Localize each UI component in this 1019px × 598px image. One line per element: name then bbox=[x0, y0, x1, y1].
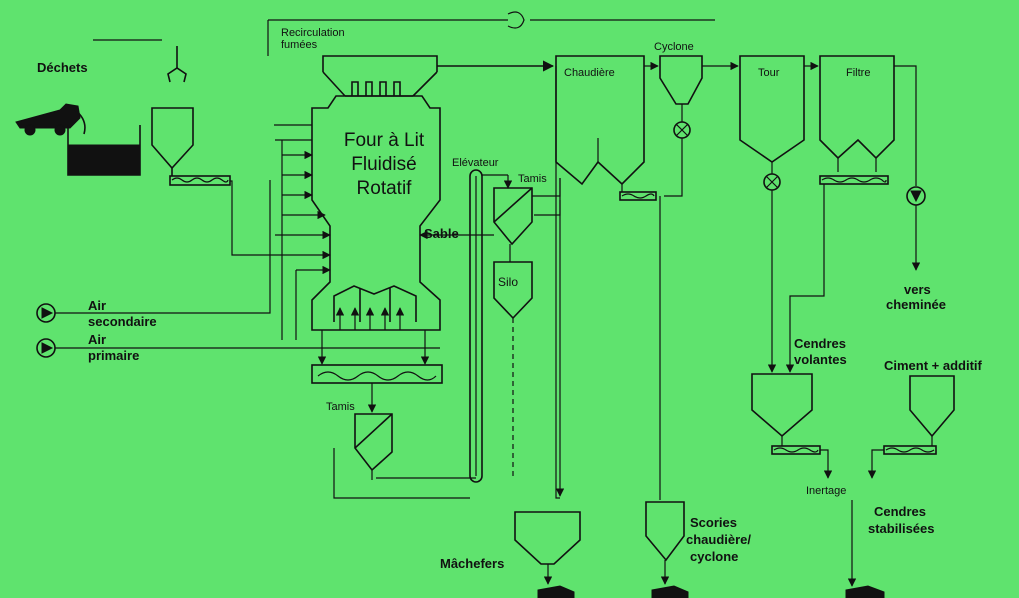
bag-filter bbox=[785, 55, 917, 373]
cyclone bbox=[659, 55, 739, 197]
label-air-secondaire-1: Air bbox=[88, 298, 106, 313]
label-elevateur: Elévateur bbox=[452, 157, 499, 169]
slag-hopper bbox=[645, 501, 685, 585]
label-scories-1: Scories bbox=[690, 515, 737, 530]
bottom-ash-hopper bbox=[514, 511, 581, 585]
label-ciment: Ciment + additif bbox=[884, 358, 983, 373]
label-air-primaire-2: primaire bbox=[88, 348, 139, 363]
label-tour: Tour bbox=[758, 67, 780, 79]
label-recirculation: Recirculation bbox=[281, 27, 345, 39]
waste-feed-line bbox=[230, 180, 290, 256]
label-vers: vers bbox=[904, 282, 931, 297]
boiler bbox=[555, 55, 661, 500]
label-sable: Sable bbox=[424, 226, 459, 241]
top-sieve bbox=[419, 178, 561, 254]
furnace-hood-sides bbox=[322, 71, 438, 97]
waste-truck-icon bbox=[15, 103, 86, 136]
boiler-ash-line bbox=[555, 66, 560, 499]
label-scories-3: cyclone bbox=[690, 549, 738, 564]
label-four-line1: Four à Lit bbox=[344, 130, 425, 151]
furnace-bed-grid bbox=[333, 285, 417, 330]
feed-hopper bbox=[151, 107, 194, 170]
sand-silo bbox=[493, 254, 533, 480]
label-four-line3: Rotatif bbox=[357, 178, 413, 199]
label-silo: Silo bbox=[498, 275, 518, 289]
label-tamis-top: Tamis bbox=[518, 173, 547, 185]
label-scories-2: chaudière/ bbox=[686, 532, 751, 547]
label-cheminee: cheminée bbox=[886, 297, 946, 312]
furnace-ash-conveyor bbox=[311, 330, 443, 413]
primary-air-fan-icon bbox=[36, 338, 56, 358]
tower bbox=[739, 55, 819, 373]
fly-ash-hopper bbox=[751, 373, 833, 479]
furnace-hood bbox=[322, 55, 438, 72]
label-cendres-volantes-2: volantes bbox=[794, 352, 847, 367]
label-machefers: Mâchefers bbox=[440, 556, 504, 571]
secondary-air-line bbox=[55, 180, 271, 314]
label-filtre: Filtre bbox=[846, 67, 870, 79]
label-cendres-stab-2: stabilisées bbox=[868, 521, 935, 536]
label-cyclone: Cyclone bbox=[654, 41, 694, 53]
label-air-primaire-1: Air bbox=[88, 332, 106, 347]
truck-icon-cendres bbox=[845, 585, 885, 598]
label-chaudiere: Chaudière bbox=[564, 67, 615, 79]
label-cendres-stab-1: Cendres bbox=[874, 504, 926, 519]
hood-vents bbox=[351, 81, 401, 96]
exhaust-fan-icon bbox=[906, 186, 926, 271]
waste-pit bbox=[67, 125, 141, 176]
cement-additive-hopper bbox=[867, 375, 955, 479]
label-cendres-volantes-1: Cendres bbox=[794, 336, 846, 351]
recirculation-inlets bbox=[267, 20, 331, 340]
feed-conveyor bbox=[169, 175, 231, 186]
bucket-elevator bbox=[469, 169, 513, 483]
label-inertage: Inertage bbox=[806, 485, 846, 497]
secondary-air-fan-icon bbox=[36, 303, 56, 323]
fluidized-bed-furnace bbox=[311, 95, 441, 331]
crane-grab-icon bbox=[167, 46, 187, 83]
label-air-secondaire-2: secondaire bbox=[88, 314, 157, 329]
label-dechets: Déchets bbox=[37, 60, 88, 75]
label-four-line2: Fluidisé bbox=[351, 154, 416, 175]
label-fumees: fumées bbox=[281, 39, 318, 51]
label-tamis-bottom: Tamis bbox=[326, 401, 355, 413]
bottom-sieve bbox=[333, 413, 476, 499]
truck-icon-machefers bbox=[537, 585, 575, 598]
recirculation-top-line bbox=[268, 11, 715, 29]
truck-icon-scories bbox=[651, 585, 689, 598]
